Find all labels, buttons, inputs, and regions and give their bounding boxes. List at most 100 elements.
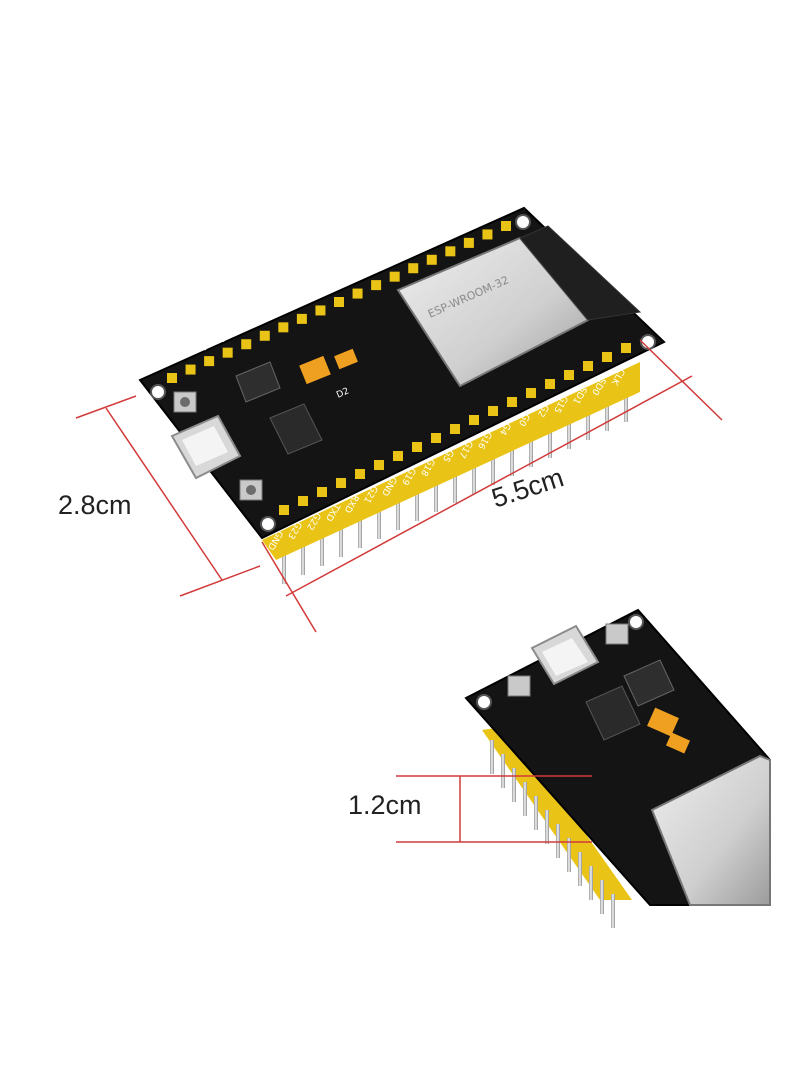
header-pin [301, 531, 305, 575]
usb-uart-chip [269, 403, 323, 455]
micro-usb-port [530, 624, 600, 686]
pin-hole [389, 271, 400, 282]
boot-button [507, 675, 531, 697]
pin-hole [526, 388, 536, 398]
tantalum-capacitor [666, 732, 690, 754]
header-pin [501, 754, 505, 788]
pin-hole [355, 469, 365, 479]
pin-hole [621, 343, 631, 353]
pin-hole [431, 433, 441, 443]
pin-hole [545, 379, 555, 389]
mounting-hole [260, 516, 276, 532]
header-pin [453, 459, 457, 503]
dimension-lines [396, 775, 592, 843]
pin-hole [501, 221, 511, 231]
pin-hole [296, 313, 307, 324]
header-pin [339, 513, 343, 557]
header-pin [548, 414, 552, 458]
pin-header-strip [262, 362, 640, 560]
pin-hole [602, 352, 612, 362]
pin-hole [412, 442, 422, 452]
pin-hole [445, 246, 456, 257]
header-pin [556, 824, 560, 858]
reset-button [605, 623, 629, 645]
header-pin [600, 880, 604, 914]
header-pin [567, 405, 571, 449]
pin-hole [336, 478, 346, 488]
pin-hole [374, 460, 384, 470]
header-pin [396, 486, 400, 530]
pin-hole [241, 339, 252, 350]
pin-hole [564, 370, 574, 380]
mounting-hole [150, 384, 166, 400]
pin-hole [279, 505, 289, 515]
header-pin [578, 852, 582, 886]
esp32-board-closeup [464, 608, 771, 928]
header-pin [545, 810, 549, 844]
header-pin [472, 450, 476, 494]
header-pin [491, 441, 495, 485]
header-pin [510, 432, 514, 476]
pin-hole [507, 397, 517, 407]
voltage-regulator [235, 361, 281, 403]
tantalum-capacitor [299, 355, 331, 385]
reset-button [239, 479, 263, 501]
header-pins [282, 378, 628, 584]
pin-hole [278, 322, 289, 333]
dimension-lines [75, 339, 723, 633]
pin-hole [317, 487, 327, 497]
header-pin [415, 477, 419, 521]
header-pins [490, 740, 615, 928]
wifi-module-antenna [519, 225, 642, 321]
mounting-hole [515, 214, 531, 230]
pin-hole [371, 280, 382, 291]
header-pin [624, 378, 628, 422]
pin-hole [408, 263, 419, 274]
indicator-label: D2 [335, 386, 351, 400]
header-pin [611, 894, 615, 928]
boot-button [173, 391, 197, 413]
voltage-regulator [623, 659, 675, 707]
pin-height-dimension-label: 1.2cm [348, 790, 422, 820]
header-pin [434, 468, 438, 512]
header-pin [282, 540, 286, 584]
pin-hole [298, 496, 308, 506]
header-pin [534, 796, 538, 830]
pin-header-strip [482, 726, 632, 900]
pin-hole [463, 237, 474, 248]
header-pin [377, 495, 381, 539]
pin-hole [583, 361, 593, 371]
tantalum-capacitor [334, 348, 358, 370]
header-pin [605, 387, 609, 431]
tantalum-capacitor [647, 707, 679, 737]
pin-hole [426, 254, 437, 265]
width-dimension-label: 2.8cm [58, 490, 132, 520]
header-pin [320, 522, 324, 566]
wifi-module-shield [650, 754, 771, 906]
header-pin [512, 768, 516, 802]
pin-hole [352, 288, 363, 299]
header-pin [589, 866, 593, 900]
pin-hole [315, 305, 326, 316]
pin-hole [393, 451, 403, 461]
pin-hole [185, 364, 196, 375]
pin-hole [469, 415, 479, 425]
header-pin [586, 396, 590, 440]
mounting-hole [628, 614, 644, 630]
pin-hole [204, 356, 215, 367]
micro-usb-port [170, 414, 242, 480]
pin-hole [259, 330, 270, 341]
header-pin [490, 740, 494, 774]
pin-hole [167, 373, 177, 383]
mounting-hole [476, 694, 492, 710]
pin-hole [482, 229, 493, 240]
pin-hole [488, 406, 498, 416]
header-pin [529, 423, 533, 467]
pin-hole [450, 424, 460, 434]
usb-uart-chip [585, 685, 641, 741]
header-pin [567, 838, 571, 872]
pin-hole [222, 347, 233, 358]
